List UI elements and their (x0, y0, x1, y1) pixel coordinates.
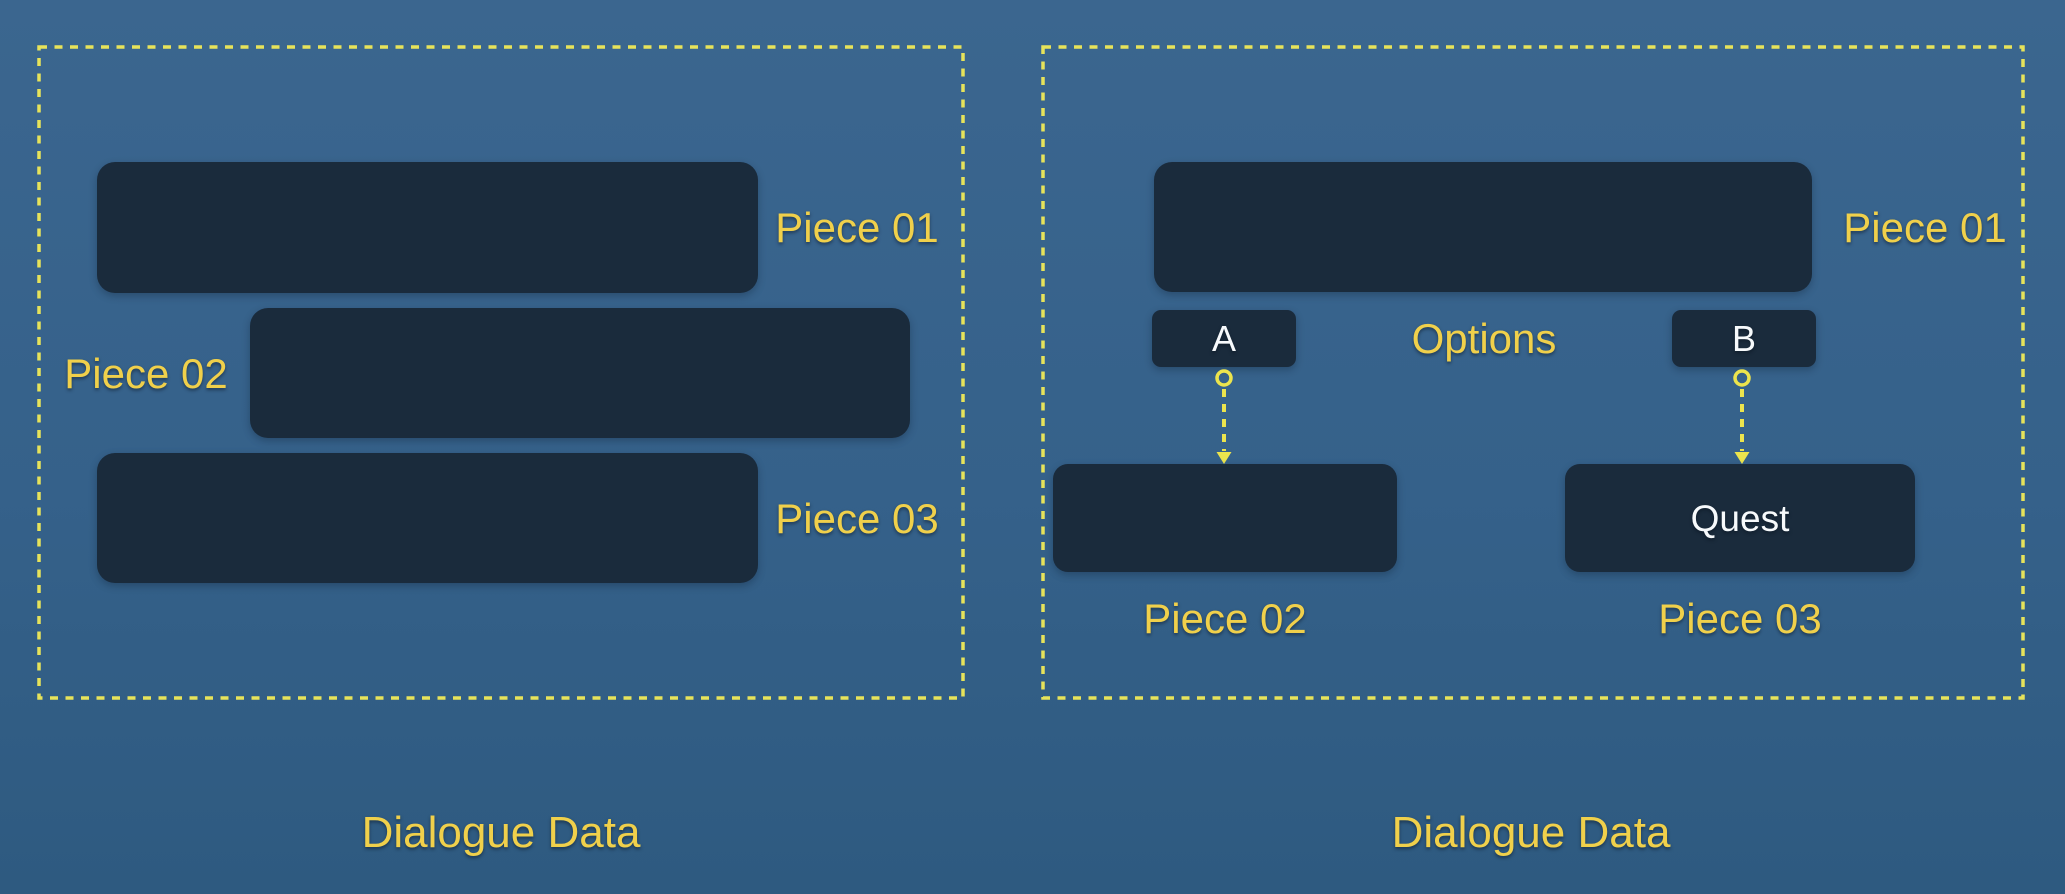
left-piece-02-node (250, 308, 910, 438)
left-piece-03-label: Piece 03 (775, 495, 939, 542)
left-piece-02-label: Piece 02 (64, 350, 228, 397)
left-piece-03-node (97, 453, 758, 583)
right-piece-01-node (1154, 162, 1812, 292)
left-piece-01-label: Piece 01 (775, 204, 939, 251)
option-b-label: B (1731, 318, 1757, 359)
connector-a-arrow-icon (1215, 369, 1233, 464)
right-piece-01-label: Piece 01 (1843, 204, 2007, 251)
option-b-node (1672, 310, 1816, 367)
quest-label: Quest (1690, 498, 1790, 539)
options-label: Options (1411, 315, 1557, 362)
right-panel-caption: Dialogue Data (1391, 808, 1671, 857)
right-piece-02-label: Piece 02 (1143, 595, 1307, 642)
right-piece-02-node (1053, 464, 1397, 572)
right-piece-03-label: Piece 03 (1658, 595, 1822, 642)
connector-b-arrow-icon (1733, 369, 1751, 464)
left-piece-01-node (97, 162, 758, 293)
left-panel-caption: Dialogue Data (361, 808, 641, 857)
option-a-label: A (1211, 318, 1237, 359)
option-a-node (1152, 310, 1296, 367)
right-piece-03-node (1565, 464, 1915, 572)
